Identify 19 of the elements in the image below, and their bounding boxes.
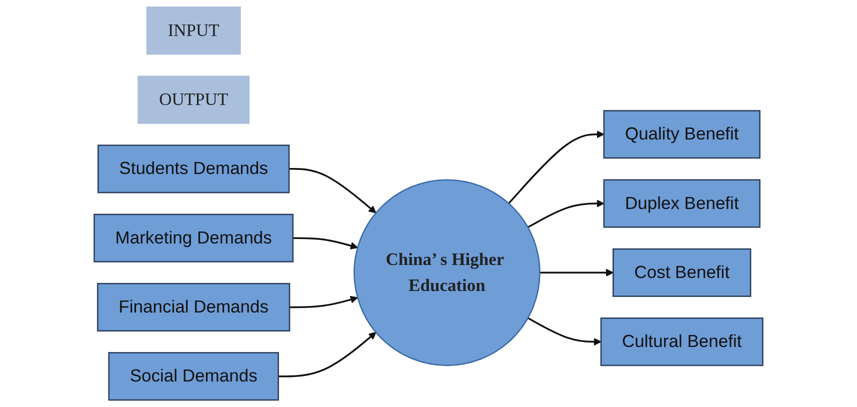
node-box: Cultural Benefit xyxy=(600,318,764,366)
node-box: OUTPUT xyxy=(138,76,250,124)
node-box: INPUT xyxy=(146,6,241,55)
arrow xyxy=(290,296,358,308)
node-box: Cost Benefit xyxy=(612,248,752,297)
arrow xyxy=(540,268,614,276)
node-box: Duplex Benefit xyxy=(603,179,760,228)
node-box: Students Demands xyxy=(97,144,290,194)
node-box: Marketing Demands xyxy=(94,214,294,262)
node-box: Social Demands xyxy=(108,352,279,401)
arrow xyxy=(278,332,376,378)
arrow xyxy=(289,168,376,214)
arrow xyxy=(292,237,358,250)
arrow xyxy=(527,317,602,346)
node-box: Quality Benefit xyxy=(603,110,760,159)
node-box: Financial Demands xyxy=(97,282,290,332)
arrow xyxy=(508,130,604,204)
arrow xyxy=(527,200,604,228)
node-circle: China’ s Higher Education xyxy=(354,179,540,366)
